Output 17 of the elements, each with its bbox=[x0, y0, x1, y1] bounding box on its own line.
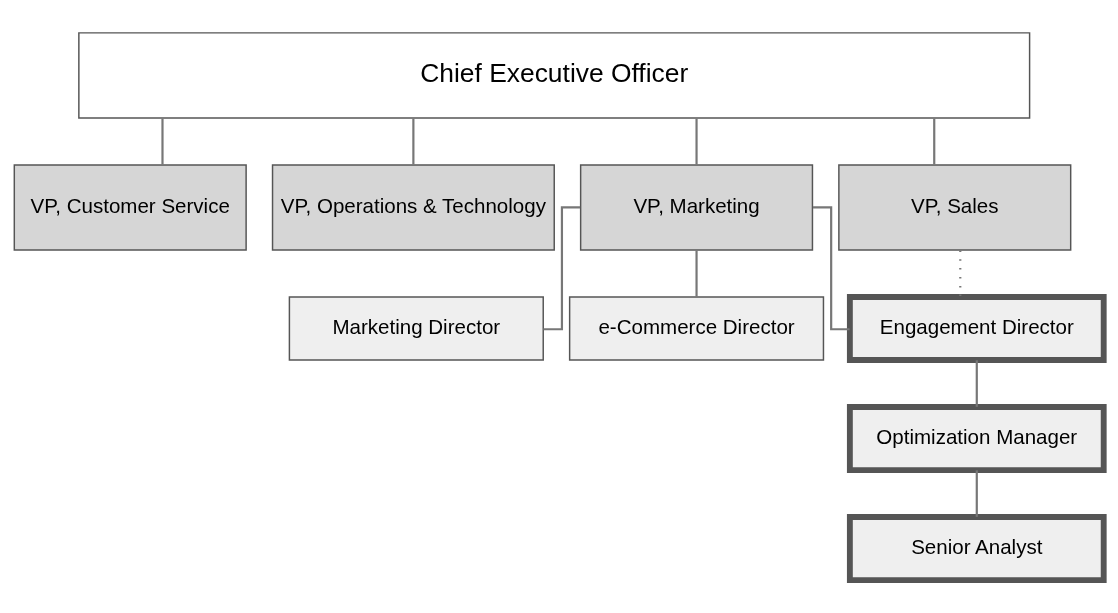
node-box: VP, Sales bbox=[838, 164, 1072, 251]
connector bbox=[933, 118, 936, 165]
node-box: Chief Executive Officer bbox=[78, 32, 1031, 119]
node-box: Engagement Director bbox=[846, 294, 1107, 363]
node-box: Senior Analyst bbox=[846, 514, 1107, 584]
connector bbox=[412, 118, 415, 165]
node-box: Optimization Manager bbox=[846, 404, 1107, 474]
node-box: VP, Customer Service bbox=[13, 164, 247, 251]
connector bbox=[975, 470, 978, 517]
connector bbox=[695, 250, 698, 297]
node-box: Marketing Director bbox=[288, 296, 544, 361]
node-box: VP, Operations & Technology bbox=[271, 164, 555, 251]
connector bbox=[695, 118, 698, 165]
node-box: e-Commerce Director bbox=[568, 296, 825, 361]
node-box: VP, Marketing bbox=[579, 164, 814, 251]
connector bbox=[975, 360, 978, 407]
connector bbox=[161, 118, 164, 165]
